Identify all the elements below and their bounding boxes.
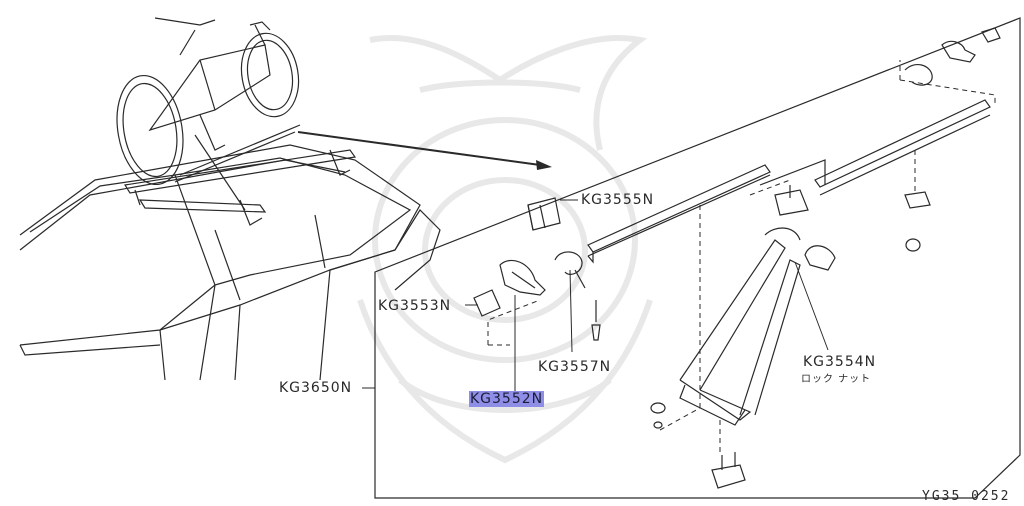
label-kg3554n[interactable]: KG3554N	[803, 354, 877, 370]
strap-part	[554, 251, 586, 289]
label-kg3553n[interactable]: KG3553N	[378, 298, 452, 314]
rail-hardware	[904, 27, 1001, 252]
figure-code: YG35 0252	[922, 489, 1011, 504]
guide-lines	[487, 60, 996, 455]
rubber-grommet-part	[527, 197, 561, 231]
label-kg3650n[interactable]: KG3650N	[279, 380, 353, 396]
end-cap-part	[473, 289, 501, 317]
detail-arrow	[297, 131, 552, 170]
fork-mount	[679, 185, 836, 426]
label-kg3557n[interactable]: KG3557N	[538, 359, 612, 375]
label-kg3552n-highlighted[interactable]: KG3552N	[469, 391, 545, 407]
leader-lines	[362, 199, 829, 395]
detail-frame	[374, 17, 1021, 499]
watermark-crest	[357, 35, 653, 464]
carrier-rail	[587, 99, 991, 264]
roof-rack	[124, 124, 357, 226]
screw-part	[591, 300, 601, 341]
mount-hardware	[650, 402, 746, 489]
label-kg3554n-subtitle: ロック ナット	[801, 374, 872, 385]
bicycle	[116, 17, 300, 186]
clamp-part	[499, 259, 546, 296]
label-kg3555n[interactable]: KG3555N	[581, 192, 655, 208]
car-outline	[19, 144, 441, 381]
